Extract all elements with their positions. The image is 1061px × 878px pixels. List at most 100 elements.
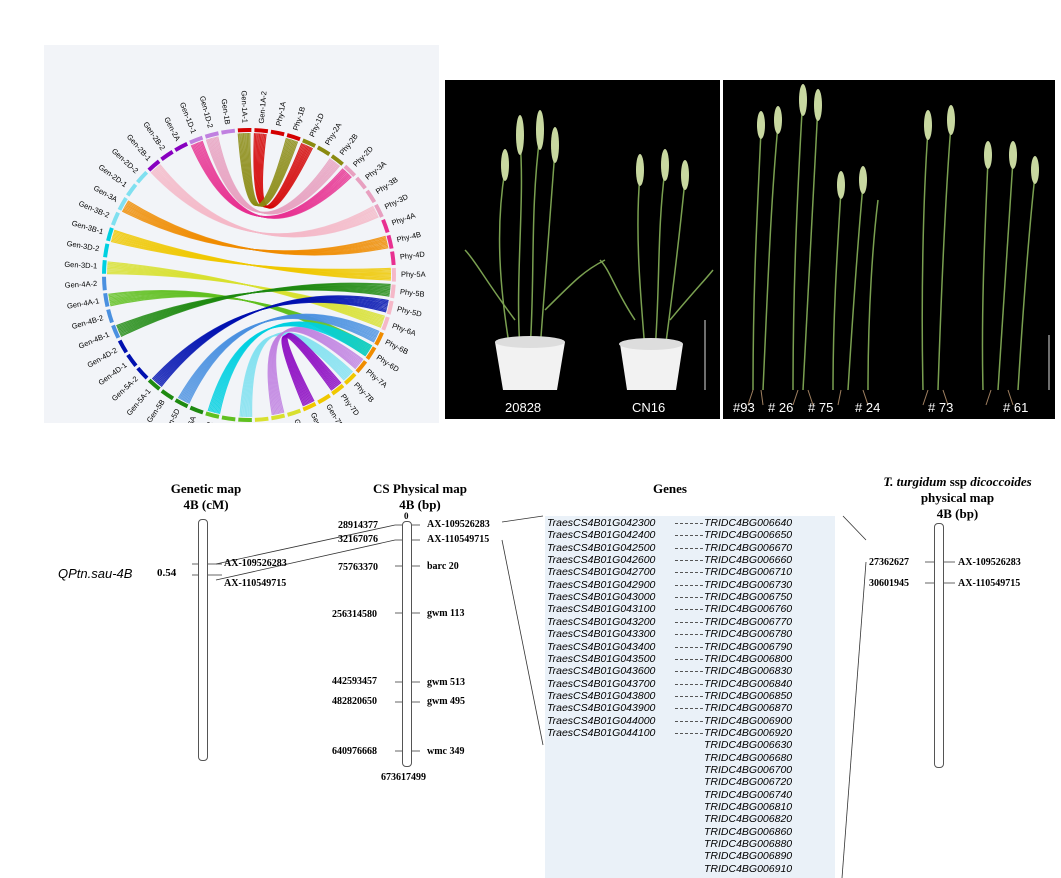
cs-gene-id: TraesCS4B01G042400 [547, 529, 656, 542]
turgidum-map-title-line2: physical map [920, 490, 995, 505]
circos-link [151, 301, 387, 380]
plant-label-1: 20828 [505, 400, 542, 415]
circos-link [114, 229, 391, 281]
circos-segment [106, 227, 114, 242]
cs-physical-map-title: CS Physical map 4B (bp) [340, 481, 500, 513]
circos-label: Phy-3D [383, 192, 410, 211]
circos-segment [221, 415, 236, 422]
gene-row: TRIDC4BG006880 [545, 838, 835, 850]
turgidum-map-title-line1: T. turgidum ssp dicoccoides [860, 474, 1055, 490]
circos-segment [136, 366, 149, 380]
circos-label: Gen-3D-1 [64, 260, 97, 271]
circos-link [127, 200, 389, 256]
circos-segment [147, 378, 161, 391]
tridc-gene-id: TRIDC4BG006900 [704, 714, 793, 727]
tridc-gene-id: TRIDC4BG006740 [704, 788, 793, 801]
circos-label: Gen-7D [309, 411, 328, 423]
gene-link-dash [675, 708, 703, 710]
qtl-name: QPtn.sau-4B [58, 566, 133, 581]
circos-label: Gen-7A-1 [292, 418, 311, 423]
gene-link-dash [675, 584, 703, 586]
circos-link [201, 140, 352, 219]
cs-marker-7: wmc 349 [427, 746, 465, 757]
circos-label: Gen-1D-1 [178, 101, 198, 135]
circos-link [116, 289, 390, 327]
tridc-gene-id: TRIDC4BG006670 [704, 541, 793, 554]
circos-segment [302, 138, 317, 148]
photo-lines: #93 # 26 # 75 # 24 # 73 # 61 [723, 80, 1055, 419]
tridc-gene-id: TRIDC4BG006790 [704, 640, 793, 653]
circos-segment [103, 243, 110, 258]
gene-link-dash [675, 671, 703, 673]
circos-segment [374, 203, 384, 218]
cs-marker-6: gwm 495 [427, 696, 466, 707]
genetic-marker-2: AX-110549715 [224, 578, 287, 589]
circos-segment [147, 159, 161, 172]
circos-segment [102, 260, 107, 274]
tridc-gene-id: TRIDC4BG006730 [704, 578, 793, 591]
circos-segment [160, 150, 174, 161]
circos-label: Gen-1A-2 [257, 91, 269, 124]
circos-segment [365, 189, 377, 204]
cs-marker-4: gwm 113 [427, 608, 465, 619]
tridc-gene-id: TRIDC4BG006910 [704, 862, 793, 875]
circos-label: Phy-2B [338, 132, 360, 157]
circos-link [249, 132, 299, 207]
cs-gene-id: TraesCS4B01G042700 [547, 566, 656, 579]
turgidum-marker-1: AX-109526283 [958, 557, 1021, 568]
qtl-position: 0.54 [157, 567, 177, 579]
circos-label: Phy-6B [384, 337, 410, 356]
circos-label: Gen-3D-2 [66, 239, 100, 253]
tridc-gene-id: TRIDC4BG006760 [704, 603, 793, 616]
circos-link [239, 334, 345, 417]
tridc-gene-id: TRIDC4BG006890 [704, 850, 793, 863]
circos-label: Phy-2D [351, 144, 375, 169]
circos-link [207, 325, 367, 412]
photo-parents: 20828 CN16 [445, 80, 720, 419]
tridc-gene-id: TRIDC4BG006850 [704, 689, 793, 702]
gene-row: TRIDC4BG006810 [545, 801, 835, 813]
cs-marker-5: gwm 513 [427, 677, 466, 688]
circos-segment [365, 346, 377, 360]
circos-label: Gen-2D-1 [97, 162, 129, 189]
circos-label: Phy-1A [274, 101, 288, 127]
tridc-gene-id: TRIDC4BG006820 [704, 813, 793, 826]
cs-gene-id: TraesCS4B01G042900 [547, 578, 656, 591]
turgidum-map-title: T. turgidum ssp dicoccoides physical map… [860, 474, 1055, 522]
gene-link-dash [675, 732, 703, 734]
gene-link-dash [675, 720, 703, 722]
circos-segment [355, 360, 368, 374]
circos-segment [286, 133, 301, 142]
circos-label: Phy-5D [396, 304, 423, 319]
gene-row: TraesCS4B01G042900 TRIDC4BG006730 [545, 579, 835, 591]
tridc-gene-id: TRIDC4BG006630 [704, 739, 793, 752]
circos-link [217, 136, 341, 215]
circos-label: Phy-1D [307, 111, 326, 138]
cs-map-end: 673617499 [381, 772, 426, 783]
line-label-1: #93 [733, 400, 755, 415]
circos-segment [287, 408, 302, 417]
circos-segment [330, 154, 344, 166]
gene-row: TRIDC4BG006910 [545, 863, 835, 875]
cs-gene-id: TraesCS4B01G043800 [547, 689, 656, 702]
circos-label: Phy-4D [399, 249, 425, 261]
circos-link [107, 261, 382, 328]
circos-label: Phy-2A [323, 121, 343, 147]
cs-gene-id: TraesCS4B01G043900 [547, 702, 656, 715]
turgidum-position-2: 30601945 [869, 578, 909, 589]
gene-row: TraesCS4B01G043800 TRIDC4BG006850 [545, 690, 835, 702]
circos-segment [374, 331, 384, 346]
circos-link [261, 133, 314, 209]
circos-segment [331, 383, 345, 396]
gene-link-dash [675, 597, 703, 599]
circos-label: Gen-4B-1 [77, 330, 110, 351]
gene-link-dash [675, 634, 703, 636]
genetic-marker-1: AX-109526283 [224, 558, 287, 569]
gene-row: TRIDC4BG006720 [545, 776, 835, 788]
tridc-gene-id: TRIDC4BG006880 [704, 838, 793, 851]
cs-gene-id: TraesCS4B01G044000 [547, 714, 656, 727]
